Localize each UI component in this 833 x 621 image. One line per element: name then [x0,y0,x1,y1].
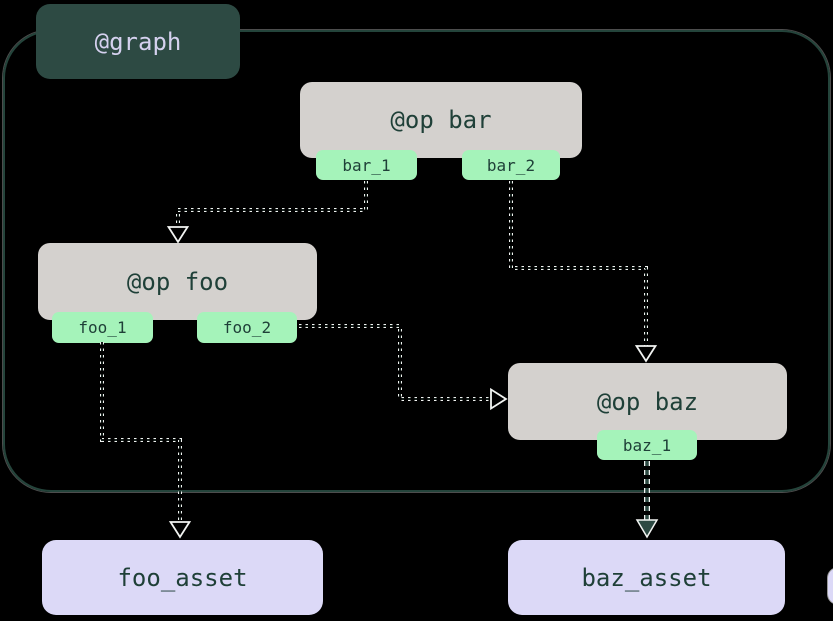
output-tab-bar-2: bar_2 [462,150,560,180]
op-node-foo: @op foo [38,243,317,320]
op-foo-label: @op foo [126,267,229,296]
graph-label: @graph [36,4,240,79]
op-bar-label: @op bar [390,106,492,134]
output-tab-foo-1-label: foo_1 [78,318,127,337]
output-tab-foo-2: foo_2 [197,312,297,343]
asset-node-baz-asset: baz_asset [508,540,785,615]
edge-foo_1-to-foo_asset-arrowhead-icon [168,521,192,539]
asset-foo-label: foo_asset [117,563,248,592]
output-tab-baz-1: baz_1 [597,430,697,460]
op-node-bar: @op bar [300,82,582,158]
output-tab-bar-2-label: bar_2 [486,155,536,175]
edge-baz_1-to-baz_asset-arrowhead-icon [635,519,659,539]
graph-container-border [3,30,830,492]
graph-label-text: @graph [94,27,182,56]
output-tab-foo-2-label: foo_2 [222,318,272,337]
output-tab-bar-1: bar_1 [316,150,417,180]
output-tab-baz-1-label: baz_1 [622,435,672,455]
asset-node-foo-asset: foo_asset [42,540,323,615]
output-tab-bar-1-label: bar_1 [342,155,391,175]
output-tab-foo-1: foo_1 [52,312,153,343]
op-node-baz: @op baz [508,363,787,440]
op-baz-label: @op baz [596,387,699,416]
clipped-box-sliver [828,568,833,604]
asset-baz-label: baz_asset [581,563,712,592]
